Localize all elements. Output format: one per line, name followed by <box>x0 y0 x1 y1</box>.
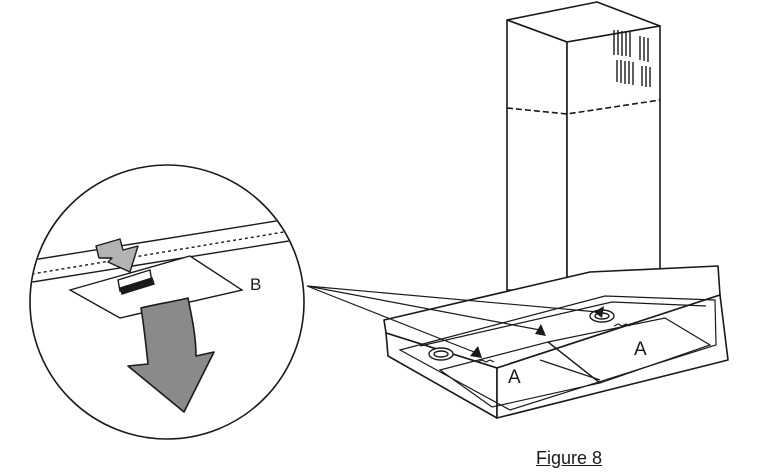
curved-down-arrow-icon <box>127 297 215 413</box>
chimney <box>506 1 661 293</box>
hood-canopy <box>383 265 729 419</box>
figure-caption: Figure 8 <box>536 448 603 468</box>
hood-underside <box>398 295 717 411</box>
pointer-arrowheads <box>470 306 604 358</box>
label-a-left: A <box>508 367 521 388</box>
label-a-right: A <box>634 339 647 360</box>
leader-lines <box>306 285 599 353</box>
chimney-vents <box>613 30 651 87</box>
label-b: B <box>250 275 261 294</box>
down-arrow-icon <box>95 238 139 273</box>
filter-catches <box>477 323 631 363</box>
